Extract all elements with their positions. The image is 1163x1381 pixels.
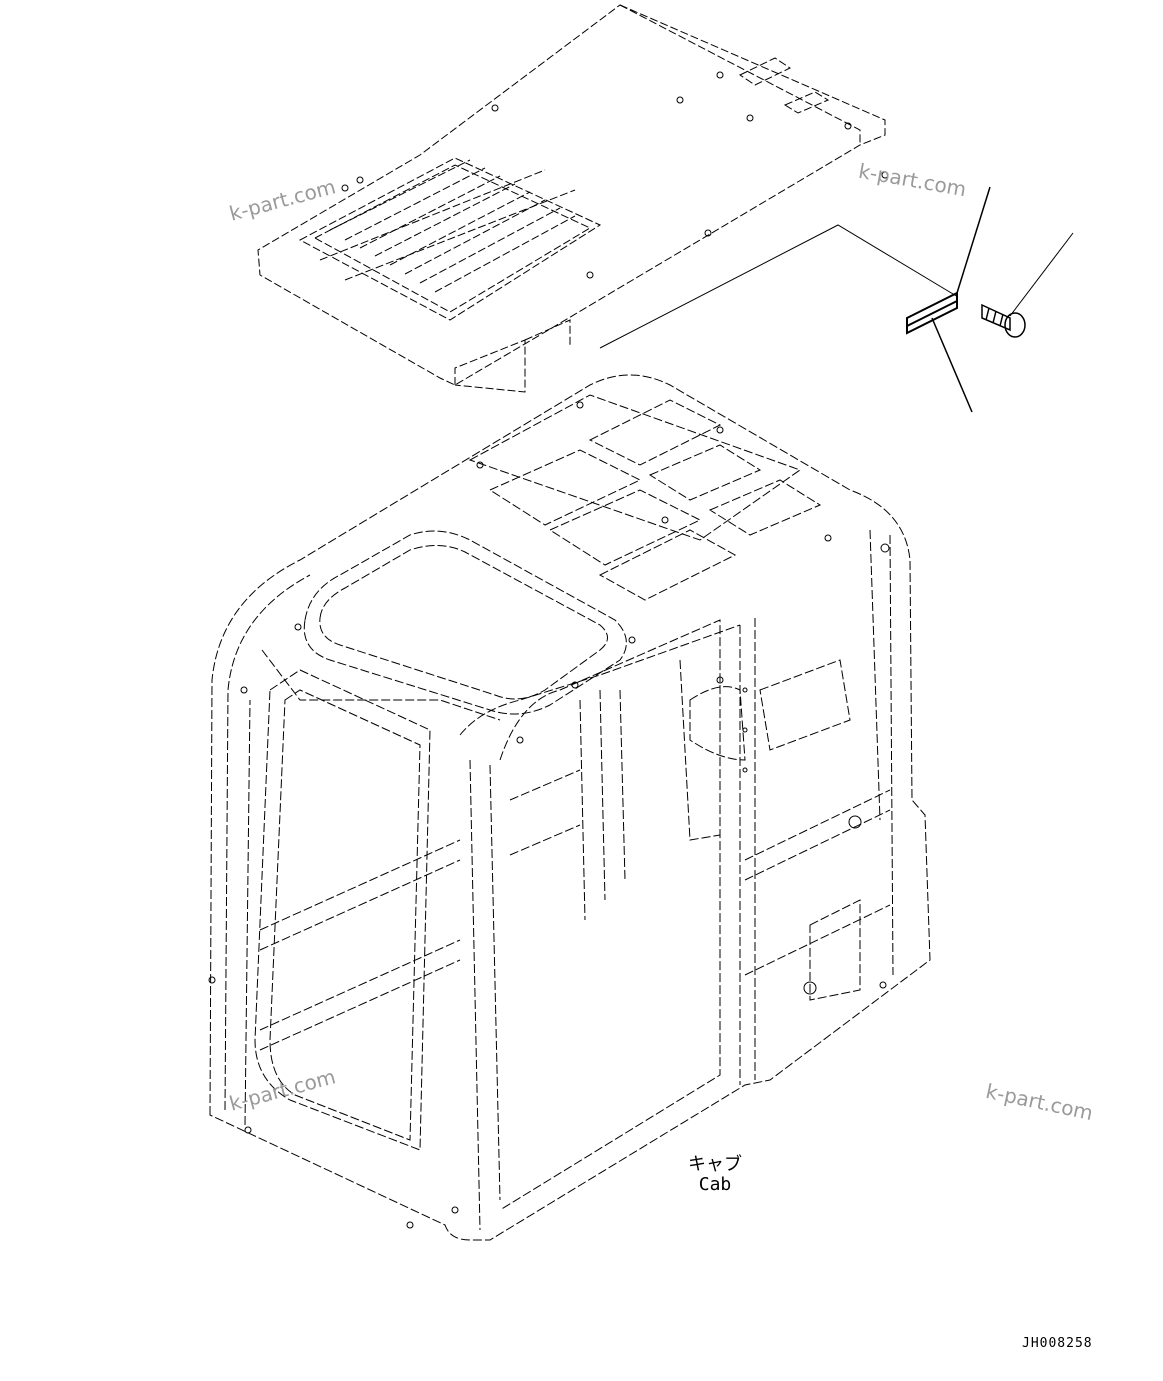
cab-label: キャブ Cab: [680, 1155, 750, 1195]
bolt: [981, 303, 1026, 338]
cab-label-jp: キャブ: [688, 1154, 742, 1175]
plate: [906, 291, 958, 335]
roof-cover: [257, 4, 886, 393]
drawing-code: JH008258: [1022, 1336, 1093, 1351]
cab-label-en: Cab: [698, 1174, 732, 1195]
cab: [209, 374, 931, 1241]
